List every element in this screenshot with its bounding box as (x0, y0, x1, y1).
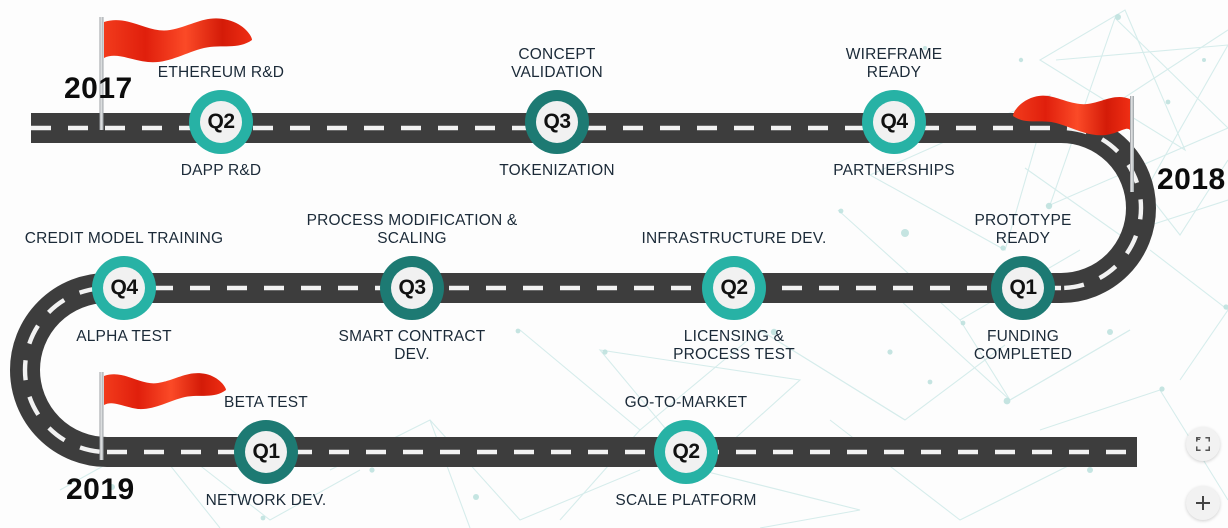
milestone-quarter-label: Q2 (665, 431, 707, 473)
milestone-label-below-2018-q2: LICENSING & PROCESS TEST (673, 328, 795, 363)
milestone-label-below-2017-q4: PARTNERSHIPS (833, 162, 955, 179)
milestone-label-above-2019-q2: GO-TO-MARKET (624, 394, 748, 411)
milestone-label-below-2017-q3: TOKENIZATION (499, 162, 615, 179)
milestone-marker-2019-q1[interactable]: Q1 (234, 420, 298, 484)
milestone-marker-2017-q4[interactable]: Q4 (862, 90, 926, 154)
plus-icon (1196, 496, 1210, 510)
milestone-label-above-2018-q3: PROCESS MODIFICATION & SCALING (306, 212, 518, 247)
milestone-marker-2017-q3[interactable]: Q3 (525, 90, 589, 154)
milestone-quarter-label: Q3 (536, 101, 578, 143)
year-2018: 2018 (1157, 163, 1226, 196)
flag-icon-2017 (99, 17, 252, 130)
milestone-quarter-label: Q1 (245, 431, 287, 473)
milestone-label-below-2019-q2: SCALE PLATFORM (615, 492, 757, 509)
fit-to-screen-button[interactable] (1186, 427, 1220, 461)
milestone-label-below-2018-q4: ALPHA TEST (76, 328, 172, 345)
year-2017: 2017 (64, 72, 133, 105)
milestone-marker-2018-q3[interactable]: Q3 (380, 256, 444, 320)
milestone-quarter-label: Q2 (200, 101, 242, 143)
zoom-in-button[interactable] (1186, 486, 1220, 520)
milestone-label-above-2017-q3: CONCEPT VALIDATION (511, 46, 603, 81)
year-2019: 2019 (66, 473, 135, 506)
milestone-marker-2018-q4[interactable]: Q4 (92, 256, 156, 320)
milestone-quarter-label: Q1 (1002, 267, 1044, 309)
milestone-marker-2018-q1[interactable]: Q1 (991, 256, 1055, 320)
milestone-label-above-2018-q4: CREDIT MODEL TRAINING (24, 230, 224, 247)
milestone-quarter-label: Q3 (391, 267, 433, 309)
milestone-label-below-2018-q3: SMART CONTRACT DEV. (338, 328, 486, 363)
milestone-label-below-2019-q1: NETWORK DEV. (205, 492, 327, 509)
flag-icon-2018 (1013, 95, 1134, 192)
milestone-label-above-2017-q4: WIREFRAME READY (845, 46, 943, 81)
milestone-quarter-label: Q4 (873, 101, 915, 143)
milestone-label-above-2017-q2: ETHEREUM R&D (157, 64, 285, 81)
milestone-quarter-label: Q2 (713, 267, 755, 309)
milestone-label-above-2018-q2: INFRASTRUCTURE DEV. (641, 230, 827, 247)
flag-icon-2019 (99, 372, 226, 460)
collapse-arrows-icon (1196, 437, 1210, 451)
milestone-label-above-2018-q1: PROTOTYPE READY (974, 212, 1072, 247)
milestone-quarter-label: Q4 (103, 267, 145, 309)
milestone-label-above-2019-q1: BETA TEST (224, 394, 308, 411)
milestone-label-below-2018-q1: FUNDING COMPLETED (973, 328, 1073, 363)
milestone-marker-2019-q2[interactable]: Q2 (654, 420, 718, 484)
milestone-marker-2017-q2[interactable]: Q2 (189, 90, 253, 154)
milestone-marker-2018-q2[interactable]: Q2 (702, 256, 766, 320)
milestone-label-below-2017-q2: DAPP R&D (180, 162, 262, 179)
